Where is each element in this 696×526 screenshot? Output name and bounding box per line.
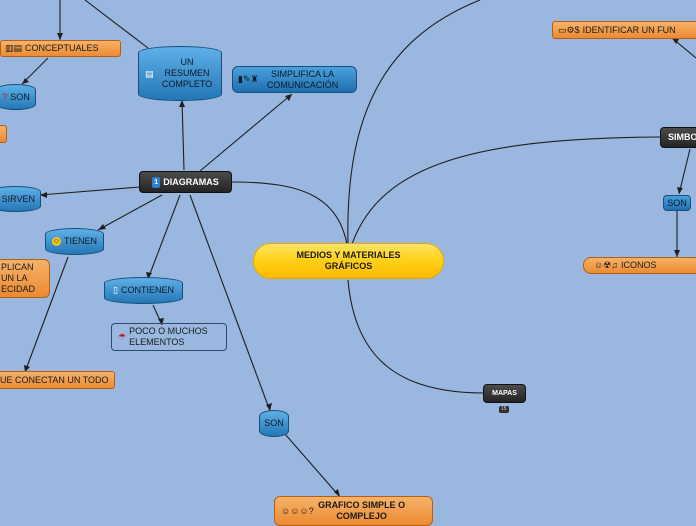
link-central-simbolos (349, 136, 661, 251)
node-explican[interactable]: PLICAN UN LA ECIDAD (0, 259, 50, 298)
node-grafico[interactable]: ☺☺☺? GRAFICO SIMPLE O COMPLEJO (274, 496, 433, 526)
clipboard-icon: ▤ (145, 69, 154, 79)
central-topic[interactable]: MEDIOS Y MATERIALES GRÁFICOS (253, 243, 444, 279)
node-poco[interactable]: ☂ POCO O MUCHOS ELEMENTOS (111, 323, 227, 351)
number-1-icon: 1 (152, 176, 161, 188)
node-poco-label: POCO O MUCHOS ELEMENTOS (129, 326, 208, 347)
node-explican-label: PLICAN UN LA ECIDAD (1, 262, 36, 294)
link-central-top (347, 0, 481, 247)
node-tienen[interactable]: ☺ TIENEN (45, 228, 104, 255)
node-iconos[interactable]: ☺☢♫ ICONOS (583, 257, 696, 274)
arrow-son-bottom (266, 403, 272, 411)
node-grafico-label: GRAFICO SIMPLE O COMPLEJO (318, 500, 406, 521)
node-simbolos-label: SIMBO (668, 132, 696, 142)
link-top-resumen (84, 0, 149, 49)
node-son-right-label: SON (667, 197, 687, 208)
book-icon: ▯ (113, 285, 118, 295)
arrow-identificar (672, 38, 679, 44)
chart-icons: ▥▤ (5, 43, 23, 53)
link-tienen-conectan (24, 256, 69, 373)
node-identificar[interactable]: ▭⚙$ IDENTIFICAR UN FUN (552, 21, 696, 39)
node-son-top-left[interactable]: ? SON (0, 84, 36, 110)
arrow-grafico (334, 489, 340, 497)
node-conectan[interactable]: UE CONECTAN UN TODO (0, 371, 115, 389)
node-mapas[interactable]: MAPAS (483, 384, 526, 403)
node-son-bottom[interactable]: SON (259, 410, 289, 437)
icon-group: ▭⚙$ (558, 24, 580, 35)
node-iconos-label: ICONOS (621, 260, 657, 270)
arrow-iconos (674, 250, 680, 257)
link-simbolos-son (678, 148, 691, 195)
node-resumen[interactable]: ▤ UN RESUMEN COMPLETO (138, 46, 222, 101)
node-diagramas[interactable]: 1 DIAGRAMAS (139, 171, 232, 193)
arrow-conceptuales (57, 33, 63, 40)
node-son-bottom-label: SON (264, 418, 284, 428)
node-contienen[interactable]: ▯ CONTIENEN (104, 277, 183, 304)
arrow-son-right (677, 187, 683, 194)
node-simplifica-label: SIMPLIFICA LA COMUNICACIÓN (266, 68, 339, 90)
link-diagramas-contienen (147, 194, 181, 280)
link-son-grafico (284, 433, 341, 498)
face-icon: ☺ (51, 237, 61, 246)
arrow-son-top-left (22, 78, 29, 84)
emoji-icons: ☺☺☺? (281, 505, 314, 516)
node-simbolos[interactable]: SIMBO (660, 127, 696, 148)
symbol-icons: ☺☢♫ (594, 260, 619, 270)
link-diagramas-sirven (39, 186, 141, 196)
link-diagramas-resumen (181, 99, 185, 171)
node-resumen-label: UN RESUMEN COMPLETO (161, 57, 213, 89)
node-mapas-label: MAPAS (492, 390, 517, 397)
central-topic-label: MEDIOS Y MATERIALES GRÁFICOS (296, 250, 401, 271)
node-sirven[interactable]: SIRVEN (0, 186, 41, 212)
link-diagramas-son (189, 194, 271, 412)
arrow-simplifica (285, 94, 292, 101)
node-identificar-label: IDENTIFICAR UN FUN (582, 24, 676, 35)
arrow-sirven (40, 192, 47, 198)
node-contienen-label: CONTIENEN (120, 285, 174, 295)
node-son-right[interactable]: SON (663, 195, 691, 211)
node-conceptuales[interactable]: ▥▤ CONCEPTUALES (0, 40, 121, 57)
book-brush-icons: ▮✎♜ (238, 74, 259, 84)
link-diagramas-simplifica (199, 93, 293, 172)
link-central-mapas (347, 279, 485, 394)
arrow-resumen (179, 100, 185, 107)
node-left-fragment[interactable] (0, 125, 7, 143)
question-icon: ? (2, 91, 8, 102)
node-diagramas-label: DIAGRAMAS (163, 176, 219, 187)
node-sirven-label: SIRVEN (1, 193, 35, 204)
link-diagramas-tienen (97, 194, 163, 231)
node-tienen-label: TIENEN (63, 236, 97, 246)
node-conectan-label: UE CONECTAN UN TODO (0, 374, 109, 385)
umbrella-icon: ☂ (118, 331, 127, 342)
mapas-count-badge: 15 (499, 406, 509, 413)
node-simplifica[interactable]: ▮✎♜ SIMPLIFICA LA COMUNICACIÓN (232, 66, 357, 93)
node-son-top-left-label: SON (10, 91, 30, 102)
arrow-conectan (24, 365, 30, 372)
node-conceptuales-label: CONCEPTUALES (25, 43, 99, 53)
link-central-diagramas (231, 181, 349, 251)
arrow-tienen (98, 224, 106, 230)
